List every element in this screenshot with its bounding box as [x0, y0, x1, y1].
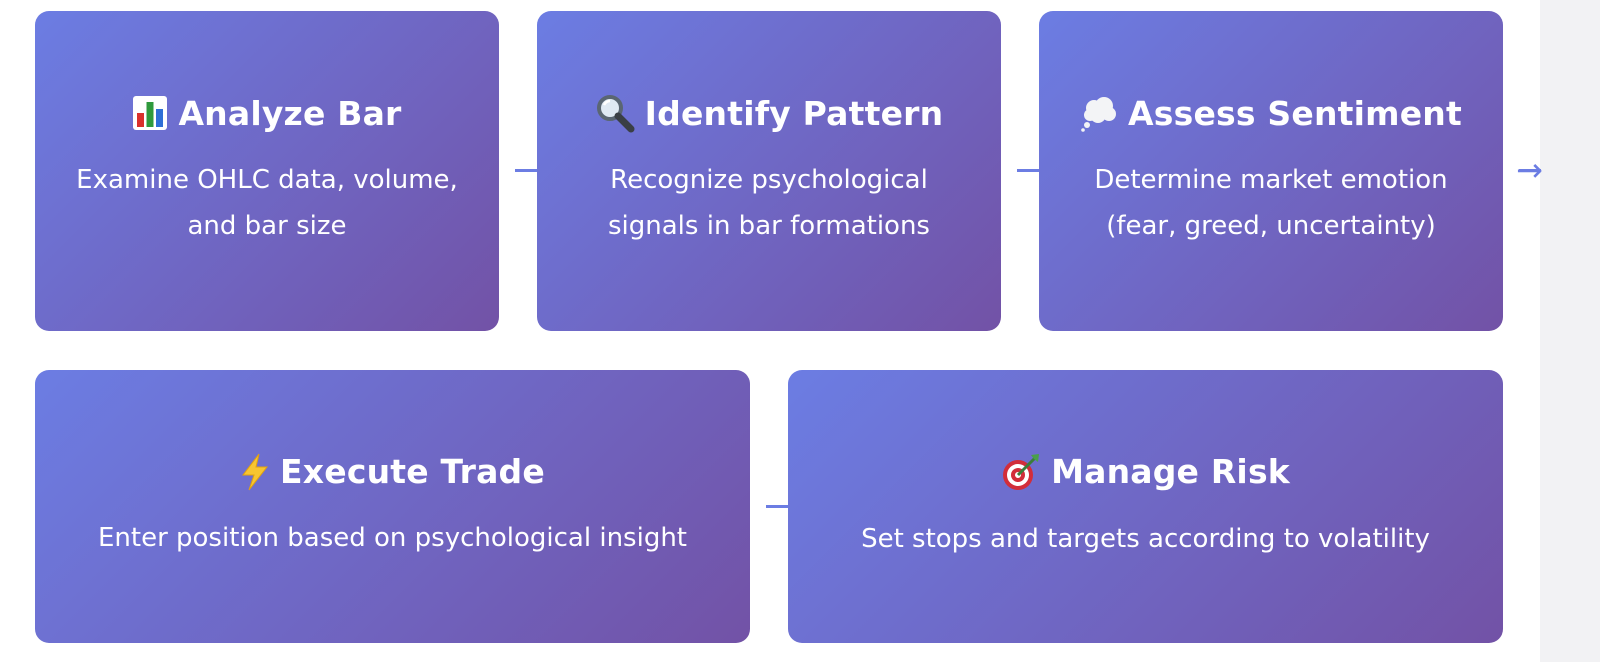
connector-line	[766, 505, 788, 508]
description-line: Set stops and targets according to volat…	[861, 523, 1430, 554]
step-title-text: Execute Trade	[280, 452, 545, 491]
step-title: Execute Trade	[240, 452, 545, 491]
step-description: Determine market emotion (fear, greed, u…	[1094, 157, 1447, 249]
description-line: Recognize psychological	[610, 165, 928, 195]
step-card-analyze-bar: Analyze Bar Examine OHLC data, volume, a…	[35, 11, 499, 331]
bar-chart-icon	[132, 95, 168, 131]
target-icon	[1001, 452, 1041, 492]
description-line: (fear, greed, uncertainty)	[1106, 210, 1436, 241]
description-line: Determine market emotion	[1094, 164, 1448, 195]
connector-line	[1519, 169, 1541, 172]
step-title-text: Assess Sentiment	[1128, 93, 1462, 133]
connector-line	[1017, 169, 1039, 172]
step-description: Examine OHLC data, volume, and bar size	[76, 157, 458, 249]
step-title: Assess Sentiment	[1080, 94, 1462, 133]
step-description: Recognize psychological signals in bar f…	[608, 157, 930, 249]
step-card-manage-risk: Manage Risk Set stops and targets accord…	[788, 370, 1503, 643]
connector-line	[515, 169, 537, 172]
description-line: Examine OHLC data, volume,	[76, 164, 458, 195]
step-title: Identify Pattern	[595, 93, 944, 133]
description-line: and bar size	[187, 210, 347, 241]
description-line: Enter position based on psychological in…	[97, 523, 688, 553]
step-title-text: Analyze Bar	[178, 93, 402, 133]
step-title-text: Manage Risk	[1051, 452, 1290, 491]
magnifier-icon	[595, 93, 635, 133]
description-line: signals in bar formations	[608, 211, 930, 241]
scrollbar-track[interactable]	[1540, 0, 1600, 662]
step-description: Enter position based on psychological in…	[98, 515, 687, 561]
step-description: Set stops and targets according to volat…	[861, 516, 1430, 562]
continue-arrow-icon: →	[1516, 151, 1543, 189]
step-title: Manage Risk	[1001, 452, 1290, 492]
step-card-execute-trade: Execute Trade Enter position based on ps…	[35, 370, 750, 643]
thought-bubble-icon	[1080, 94, 1118, 132]
step-card-identify-pattern: Identify Pattern Recognize psychological…	[537, 11, 1001, 331]
step-card-assess-sentiment: Assess Sentiment Determine market emotio…	[1039, 11, 1503, 331]
lightning-icon	[240, 453, 270, 491]
step-title-text: Identify Pattern	[644, 93, 944, 133]
step-title: Analyze Bar	[132, 94, 401, 133]
